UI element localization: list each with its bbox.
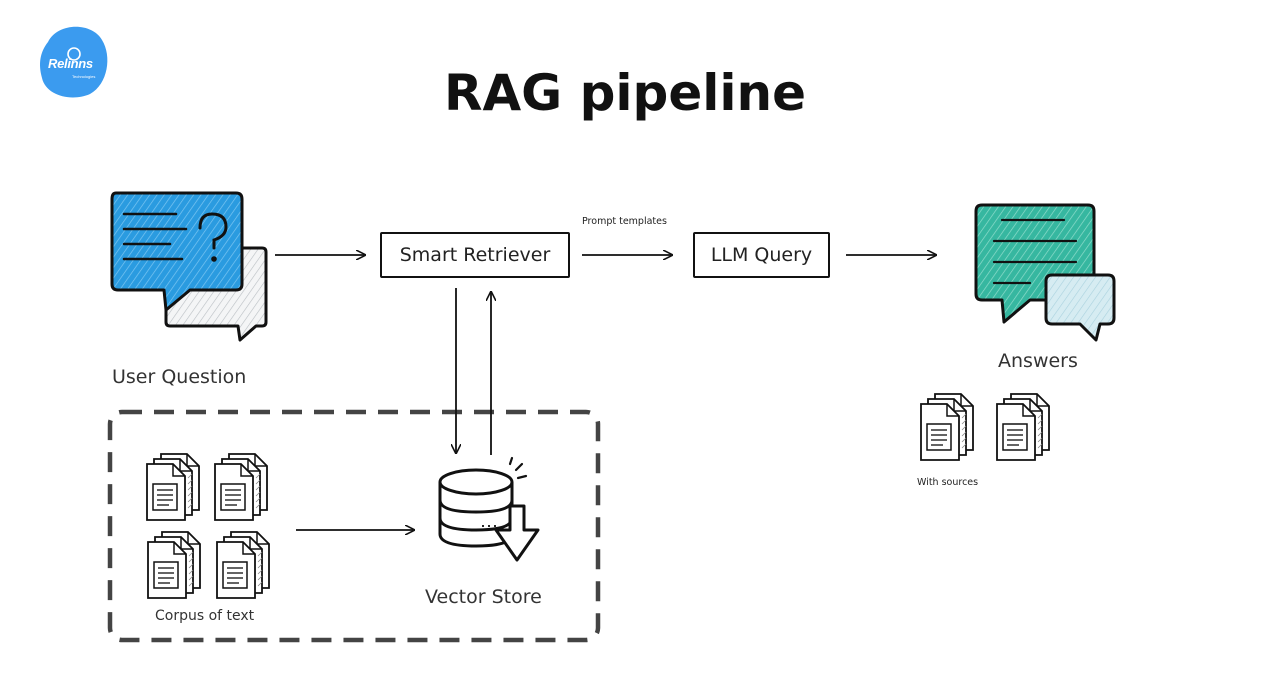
vector-store-label: Vector Store [425,586,542,608]
llm-query-node: LLM Query [693,232,830,278]
question-chat-icon [110,191,268,342]
corpus-container [107,409,601,643]
corpus-label: Corpus of text [155,608,255,624]
company-logo [40,26,108,98]
document-stack-icon [214,453,268,521]
smart-retriever-node: Smart Retriever [380,232,570,278]
page-title: RAG pipeline [443,64,807,122]
bulb-icon [67,47,81,61]
document-stack-icon [216,531,270,599]
document-stack-icon [147,531,201,599]
source-document-icon [920,393,974,461]
database-download-icon [438,456,540,562]
llm-query-label: LLM Query [710,244,813,266]
source-document-icon [996,393,1050,461]
logo-subtext: Technologies [72,74,96,79]
user-question-label: User Question [112,366,247,388]
document-stack-icon [146,453,200,521]
with-sources-label: With sources [917,477,979,488]
answers-label: Answers [998,350,1078,372]
logo-text: Relinns [48,56,93,71]
smart-retriever-label: Smart Retriever [399,244,551,266]
prompt-templates-label: Prompt templates [582,216,667,227]
answer-chat-icon [974,203,1116,342]
